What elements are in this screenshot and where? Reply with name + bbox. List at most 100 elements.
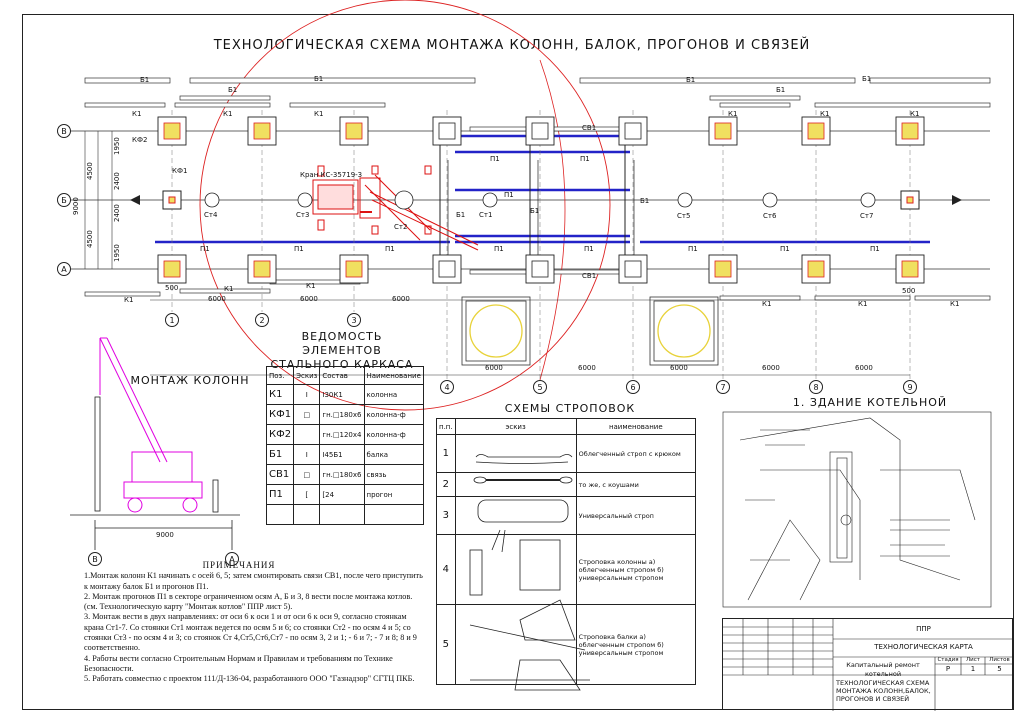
dim-2400: 2400 (113, 204, 121, 222)
axis-number-6: 6 (626, 380, 640, 394)
column-element (438, 122, 456, 140)
label-p1: П1 (490, 155, 500, 163)
vedomost-cell: I45Б1 (319, 444, 365, 465)
note-item: 3. Монтаж вести в двух направлениях: от … (84, 612, 417, 653)
vedomost-title-line1: ВЕДОМОСТЬ ЭЛЕМЕНТОВ (301, 330, 383, 357)
column-element (345, 122, 363, 140)
stand-label: Ст3 (296, 211, 310, 219)
strop-sketch (454, 534, 577, 605)
stamp-sheets: 5 (997, 665, 1002, 673)
stamp-sheet-header: Лист (966, 657, 980, 663)
label-p1: П1 (294, 245, 304, 253)
label-p1: П1 (504, 191, 514, 199)
dim-500: 500 (165, 284, 179, 292)
vedomost-cell: балка (363, 444, 424, 465)
label-p1: П1 (584, 245, 594, 253)
vedomost-cell: [24 (319, 484, 365, 505)
strop-header-cell: наименование (575, 418, 697, 435)
strop-sketch (454, 472, 577, 497)
stand-label: Ст5 (677, 212, 691, 220)
column-element (253, 260, 271, 278)
label-k1: К1 (950, 300, 960, 308)
stand-label: Ст4 (204, 211, 218, 219)
vedomost-cell: □ (293, 404, 321, 425)
column-element (163, 260, 181, 278)
vedomost-header-cell: Состав (319, 366, 365, 385)
vedomost-cell: колонна (363, 384, 424, 405)
label-p1: П1 (688, 245, 698, 253)
label-k1: К1 (224, 285, 234, 293)
label-p1: П1 (780, 245, 790, 253)
dim-9000: 9000 (72, 197, 80, 215)
stamp-sheets-header: Листов (989, 657, 1010, 663)
dim-2400: 2400 (113, 172, 121, 190)
column-element (906, 196, 914, 204)
column-foundation (157, 254, 187, 284)
table-row (265, 504, 424, 525)
label-k1: К1 (314, 110, 324, 118)
vedomost-cell (293, 504, 321, 525)
beam-element (719, 102, 791, 108)
label-b1: Б1 (776, 86, 786, 94)
stand-label: Ст2 (394, 223, 408, 231)
vedomost-cell: колонна-ф (363, 424, 424, 445)
boiler-title: 1. ЗДАНИЕ КОТЕЛЬНОЙ (792, 396, 948, 409)
vedomost-header-cell: Наименование (363, 366, 424, 385)
axis-number-8: 8 (809, 380, 823, 394)
stamp-object: Капитальный ремонт котельной (846, 661, 920, 678)
dim-1950: 1950 (113, 137, 121, 155)
note-item: 4. Работы вести согласно Строительным Но… (84, 653, 393, 673)
label-p1: П1 (494, 245, 504, 253)
span-dim: 6000 (208, 295, 226, 303)
label-b1: Б1 (228, 86, 238, 94)
label-k1: К1 (306, 282, 316, 290)
strop-num: 5 (436, 604, 456, 685)
label-k1: К1 (820, 110, 830, 118)
axis-number-2: 2 (255, 313, 269, 327)
stamp-code: ППР (916, 625, 931, 633)
column-element (163, 122, 181, 140)
axis-number-5: 5 (533, 380, 547, 394)
axis-label-a: А (57, 262, 71, 276)
vedomost-cell: [ (293, 484, 321, 505)
vedomost-cell (293, 424, 321, 445)
span-dim: 6000 (670, 364, 688, 372)
strop-header-cell: эскиз (454, 418, 577, 435)
label-k1: К1 (910, 110, 920, 118)
span-dim: 6000 (855, 364, 873, 372)
label-p1: П1 (385, 245, 395, 253)
span-dim: 6000 (762, 364, 780, 372)
label-p1: П1 (580, 155, 590, 163)
label-k1: К1 (762, 300, 772, 308)
beam-element (869, 77, 991, 84)
vedomost-cell: СВ1 (265, 464, 295, 485)
vedomost-cell (265, 504, 295, 525)
vedomost-cell: I30К1 (319, 384, 365, 405)
beam-element (84, 77, 171, 84)
axis-number-3: 3 (347, 313, 361, 327)
label-p1: П1 (870, 245, 880, 253)
beam-element (289, 102, 386, 108)
notes-title: ПРИМЕЧАНИЯ (202, 560, 276, 570)
label-b1: Б1 (456, 211, 466, 219)
beam-element (814, 102, 991, 108)
vedomost-header-cell: Эскиз (293, 366, 321, 385)
vedomost-cell: КФ2 (265, 424, 295, 445)
column-element (624, 122, 642, 140)
stamp-name: ТЕХНОЛОГИЧЕСКАЯ СХЕМА МОНТАЖА КОЛОНН,БАЛ… (836, 679, 931, 703)
vedomost-cell (363, 504, 424, 525)
stamp-grid (723, 619, 1014, 711)
span-dim: 6000 (300, 295, 318, 303)
beam-element (174, 102, 271, 108)
vedomost-cell: связь (363, 464, 424, 485)
strop-sketch (454, 496, 577, 535)
note-item: 2. Монтаж прогонов П1 в секторе ограниче… (84, 591, 413, 612)
vedomost-cell: прогон (363, 484, 424, 505)
vedomost-cell: гн.□180х6 (319, 404, 365, 425)
